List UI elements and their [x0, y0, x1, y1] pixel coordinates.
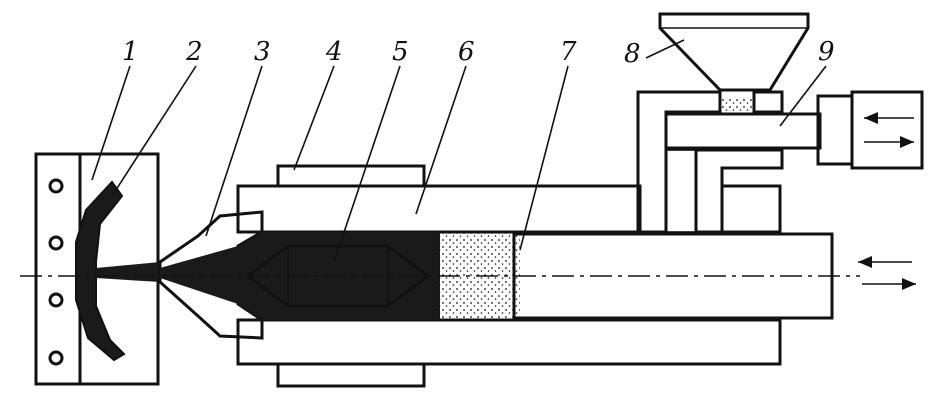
slide-motion-arrows: [864, 112, 914, 148]
feed-housing: [636, 90, 784, 234]
mold-bolt-hole: [48, 178, 64, 194]
barrel-top: [236, 184, 642, 234]
molded-part-cavity: [75, 180, 126, 362]
heater-band-top: [276, 164, 426, 188]
hopper: [658, 12, 810, 92]
mold-bolt-hole: [48, 292, 64, 308]
label-1: 1: [122, 37, 139, 67]
label-2: 2: [185, 37, 203, 67]
label-8: 8: [624, 39, 641, 69]
mold-bolt-hole: [48, 235, 64, 251]
label-7: 7: [560, 37, 577, 67]
plunger-motion-arrows: [858, 256, 916, 290]
label-6: 6: [458, 37, 475, 67]
mold-plate-left: [34, 152, 82, 386]
label-5: 5: [392, 37, 409, 67]
barrel-rear-block: [720, 184, 782, 234]
sprue-channel: [96, 262, 160, 282]
feed-slide-rod: [664, 112, 822, 150]
leader-lines: [91, 39, 827, 263]
feed-slide-cylinder: [850, 90, 924, 170]
label-3: 3: [254, 37, 271, 67]
barrel-bottom: [236, 318, 782, 366]
melt-chamber: [262, 232, 440, 320]
heater-band-bottom: [276, 362, 426, 388]
mold-bolt-hole: [48, 350, 64, 366]
feed-slide-knob: [816, 94, 854, 166]
label-9: 9: [818, 37, 835, 67]
label-4: 4: [325, 37, 343, 67]
